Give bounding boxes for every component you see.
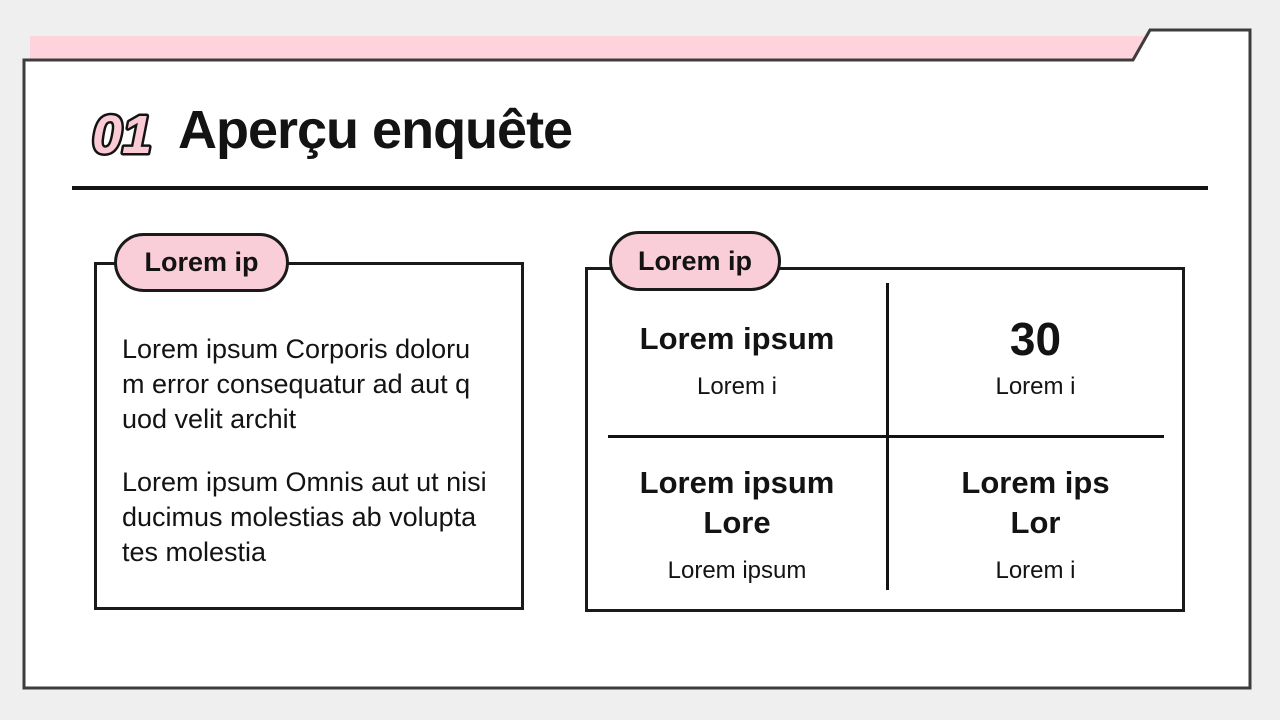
cell-title: Lorem ipsum Lore (640, 463, 835, 543)
cell-subtitle: Lorem i (995, 373, 1076, 400)
section-number-text: 01 (92, 105, 152, 165)
cell-title-line: Lorem ips (961, 465, 1110, 500)
cell-title-line: Lorem ipsum (639, 465, 835, 500)
table-cell: Lorem ipsum Lorem i (588, 285, 886, 435)
cell-title-line: Lor (1010, 505, 1061, 540)
section-number: 01 (90, 103, 155, 168)
text-line: Lorem ipsum Corporis doloru (122, 334, 471, 364)
cell-title-line: 30 (1009, 313, 1062, 365)
paragraph: Lorem ipsum Corporis doloru m error cons… (122, 332, 487, 437)
left-card-tag: Lorem ip (114, 233, 289, 292)
top-accent-bar (30, 36, 1147, 60)
cell-subtitle: Lorem i (995, 557, 1076, 584)
table-cell: Lorem ips Lor Lorem i (889, 438, 1182, 610)
left-card (94, 262, 524, 610)
slide-title: Aperçu enquête (178, 100, 573, 160)
cell-title-line: Lorem ipsum (639, 321, 835, 356)
table-cell: Lorem ipsum Lore Lorem ipsum (588, 438, 886, 610)
title-divider (72, 186, 1208, 190)
right-card-tag: Lorem ip (609, 231, 781, 291)
cell-title-number: 30 (1009, 313, 1062, 365)
paragraph: Lorem ipsum Omnis aut ut nisi ducimus mo… (122, 465, 487, 570)
cell-title-line: Lore (703, 505, 771, 540)
text-line: Lorem ipsum Omnis aut ut nisi (122, 467, 487, 497)
table-cell: 30 Lorem i (889, 285, 1182, 435)
cell-subtitle: Lorem i (696, 373, 778, 400)
text-line: tes molestia (122, 537, 267, 567)
left-card-tag-label: Lorem ip (144, 247, 259, 277)
text-line: uod velit archit (122, 404, 297, 434)
text-line: m error consequatur ad aut q (122, 369, 471, 399)
right-card (585, 267, 1185, 612)
text-line: ducimus molestias ab volupta (122, 502, 477, 532)
cell-subtitle: Lorem ipsum (667, 557, 807, 584)
cell-title: Lorem ips Lor (961, 463, 1109, 543)
left-card-text: Lorem ipsum Corporis doloru m error cons… (122, 332, 487, 570)
table-horizontal-divider (608, 435, 1164, 438)
cell-title: Lorem ipsum (640, 319, 835, 359)
right-card-tag-label: Lorem ip (637, 245, 752, 276)
